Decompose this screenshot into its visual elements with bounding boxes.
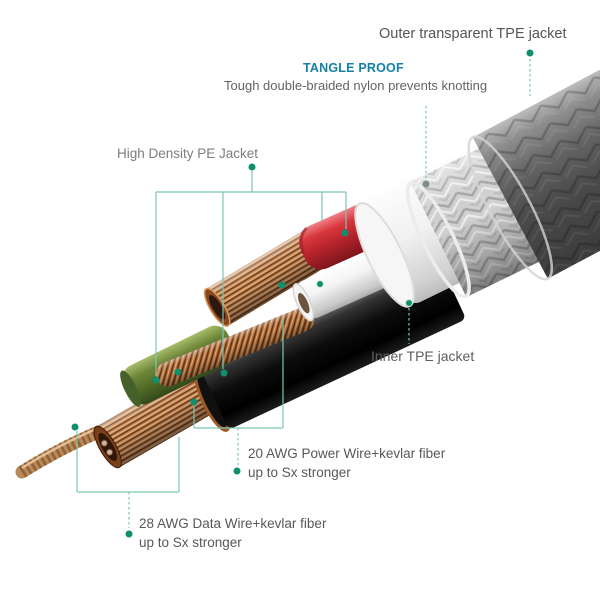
dot-green-jacket (152, 376, 160, 384)
dot-data-strand (71, 423, 79, 431)
dot-data-label (125, 530, 133, 538)
dot-outer-jacket (526, 49, 534, 57)
dot-power-braid-lower (190, 398, 198, 406)
callout-lines (76, 59, 531, 528)
dot-black-jacket (220, 369, 228, 377)
tangle-proof-title: TANGLE PROOF (303, 61, 404, 75)
power-copper-braid-red (203, 229, 327, 327)
outer-jacket-label: Outer transparent TPE jacket (379, 26, 567, 42)
dot-pe-label (248, 163, 256, 171)
tangle-proof-subtitle: Tough double-braided nylon prevents knot… (224, 78, 488, 93)
data-wire-label-line2: up to Sx stronger (139, 535, 242, 550)
outer-tpe-jacket (467, 24, 600, 281)
dot-red-jacket (341, 229, 349, 237)
power-wire-label-line2: up to Sx stronger (248, 465, 351, 480)
power-wire-label-line1: 20 AWG Power Wire+kevlar fiber (248, 446, 446, 461)
data-wire-label-line1: 28 AWG Data Wire+kevlar fiber (139, 516, 327, 531)
dot-power-label (233, 467, 241, 475)
dot-data-braid (174, 368, 182, 376)
dot-inner-jacket (404, 298, 414, 308)
callout-dots (71, 49, 534, 538)
dot-white-jacket (315, 279, 325, 289)
inner-jacket-label: Inner TPE jacket (371, 348, 475, 364)
data-copper-braid-small (155, 307, 315, 387)
dot-power-braid-upper (278, 281, 286, 289)
dot-tangle-proof (422, 180, 430, 188)
power-wire-label: 20 AWG Power Wire+kevlar fiber up to Sx … (248, 444, 445, 482)
data-wire-label: 28 AWG Data Wire+kevlar fiber up to Sx s… (139, 514, 326, 552)
pe-jacket-label: High Density PE Jacket (117, 146, 259, 161)
